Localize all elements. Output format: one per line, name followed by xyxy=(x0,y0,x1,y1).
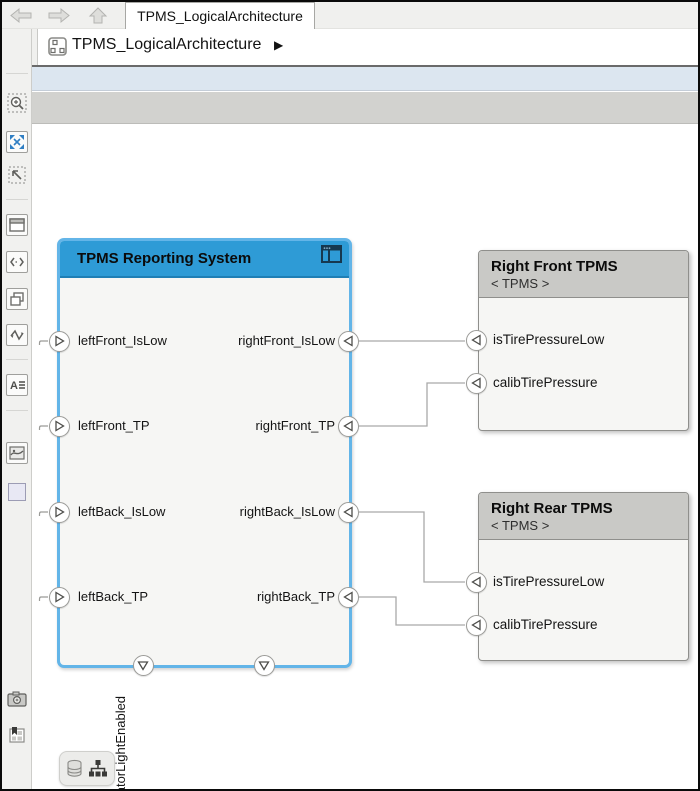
component-tpms-reporting-system[interactable]: TPMS Reporting System xyxy=(57,238,352,668)
fit-to-view-button[interactable] xyxy=(6,131,28,153)
input-port-icon xyxy=(54,420,65,432)
port-tirePressures[interactable] xyxy=(253,654,275,676)
architecture-model-icon xyxy=(48,37,67,56)
connector-rightBack-TP[interactable] xyxy=(359,596,465,626)
port-label-indicatorLightEnabled: indicatorLightEnabled xyxy=(113,695,128,789)
port-leftBack_TP[interactable] xyxy=(48,586,70,608)
input-port-icon xyxy=(54,591,65,603)
port-label-leftBack_IsLow: leftBack_IsLow xyxy=(78,504,166,519)
output-port-icon xyxy=(258,660,270,671)
nav-forward-icon[interactable] xyxy=(47,7,71,24)
port-label-rightBack_TP: rightBack_TP xyxy=(256,589,335,604)
port-rf-isTirePressureLow[interactable] xyxy=(465,329,487,351)
annotation-button[interactable]: A xyxy=(6,374,28,396)
component-stereotype: < TPMS > xyxy=(491,276,550,291)
component-title: Right Front TPMS xyxy=(491,258,618,275)
output-port-icon xyxy=(470,334,481,346)
output-port-icon xyxy=(470,576,481,588)
output-port-icon xyxy=(137,660,149,671)
component-header: TPMS Reporting System xyxy=(60,241,349,278)
port-stubs xyxy=(38,340,48,601)
diagram-canvas[interactable]: TPMS Reporting System leftFront_IsLow le… xyxy=(32,124,698,789)
port-label-rr-calibTirePressure: calibTirePressure xyxy=(493,617,598,632)
component-header: Right Front TPMS < TPMS > xyxy=(479,251,688,298)
component-stereotype: < TPMS > xyxy=(491,518,550,533)
port-label-rf-isTirePressureLow: isTirePressureLow xyxy=(493,332,605,347)
component-header: Right Rear TPMS < TPMS > xyxy=(479,493,688,540)
port-rightFront_TP[interactable] xyxy=(337,415,359,437)
port-rr-isTirePressureLow[interactable] xyxy=(465,571,487,593)
breadcrumb-expand-arrow[interactable]: ▶ xyxy=(274,38,284,52)
port-indicatorLightEnabled[interactable] xyxy=(132,654,154,676)
port-label-rightBack_IsLow: rightBack_IsLow xyxy=(239,504,335,519)
port-label-leftBack_TP: leftBack_TP xyxy=(78,589,149,604)
bookmark-layout-button[interactable] xyxy=(6,724,28,746)
breadcrumb-model-name[interactable]: TPMS_LogicalArchitecture xyxy=(72,36,262,53)
port-label-rf-calibTirePressure: calibTirePressure xyxy=(493,375,598,390)
model-data-icon[interactable] xyxy=(66,759,83,778)
zoom-to-selection-button[interactable] xyxy=(6,164,28,186)
port-leftFront_IsLow[interactable] xyxy=(48,330,70,352)
toolbar-separator-line xyxy=(32,65,698,67)
zoom-to-region-button[interactable] xyxy=(6,92,28,114)
area-box-glyph xyxy=(8,483,26,501)
viewer-window-button[interactable] xyxy=(6,214,28,236)
output-port-icon xyxy=(470,377,481,389)
input-port-icon xyxy=(342,335,353,347)
port-rightBack_IsLow[interactable] xyxy=(337,501,359,523)
code-view-button[interactable] xyxy=(6,251,28,273)
screenshot-button[interactable] xyxy=(6,688,28,710)
port-rightFront_IsLow[interactable] xyxy=(337,330,359,352)
port-label-leftFront_IsLow: leftFront_IsLow xyxy=(78,333,167,348)
component-title: TPMS Reporting System xyxy=(77,250,252,267)
port-leftBack_IsLow[interactable] xyxy=(48,501,70,523)
annotation-letter: A xyxy=(10,380,18,392)
input-port-icon xyxy=(342,506,353,518)
port-rr-calibTirePressure[interactable] xyxy=(465,614,487,636)
component-right-front-tpms[interactable]: Right Front TPMS < TPMS > xyxy=(478,250,689,431)
breadcrumb-bar: ⮘ TPMS_LogicalArchitecture ▶ xyxy=(2,29,698,65)
connector-layer xyxy=(38,340,465,626)
tab-bar: TPMS_LogicalArchitecture xyxy=(2,2,698,29)
input-port-icon xyxy=(54,506,65,518)
output-port-icon xyxy=(470,619,481,631)
image-annotation-button[interactable] xyxy=(6,442,28,464)
component-right-rear-tpms[interactable]: Right Rear TPMS < TPMS > xyxy=(478,492,689,661)
context-band xyxy=(32,67,698,91)
port-rightBack_TP[interactable] xyxy=(337,586,359,608)
component-title: Right Rear TPMS xyxy=(491,500,613,517)
port-label-rightFront_IsLow: rightFront_IsLow xyxy=(238,333,335,348)
port-label-rightFront_TP: rightFront_TP xyxy=(255,418,335,433)
tab-tpms-logical-architecture[interactable]: TPMS_LogicalArchitecture xyxy=(125,2,315,29)
input-port-icon xyxy=(342,591,353,603)
content-preview-icon[interactable] xyxy=(321,245,342,263)
smart-routing-button[interactable] xyxy=(6,324,28,346)
connector-rightFront-TP[interactable] xyxy=(359,382,465,427)
left-tool-palette: A xyxy=(2,29,32,789)
nav-back-icon[interactable] xyxy=(9,7,33,24)
port-leftFront_TP[interactable] xyxy=(48,415,70,437)
port-label-leftFront_TP: leftFront_TP xyxy=(78,418,150,433)
area-box-button[interactable] xyxy=(6,481,28,503)
input-port-icon xyxy=(54,335,65,347)
palette-divider xyxy=(6,359,28,360)
hierarchy-view-icon[interactable] xyxy=(88,759,108,778)
port-rf-calibTirePressure[interactable] xyxy=(465,372,487,394)
palette-divider xyxy=(6,199,28,200)
input-port-icon xyxy=(342,420,353,432)
palette-divider xyxy=(6,410,28,411)
nav-up-icon[interactable] xyxy=(88,7,108,24)
view-switcher-pill xyxy=(59,751,115,786)
palette-divider xyxy=(6,73,28,74)
duplicate-window-button[interactable] xyxy=(6,288,28,310)
property-band xyxy=(32,92,698,124)
connector-rightBack-IsLow[interactable] xyxy=(359,511,465,583)
port-label-rr-isTirePressureLow: isTirePressureLow xyxy=(493,574,605,589)
